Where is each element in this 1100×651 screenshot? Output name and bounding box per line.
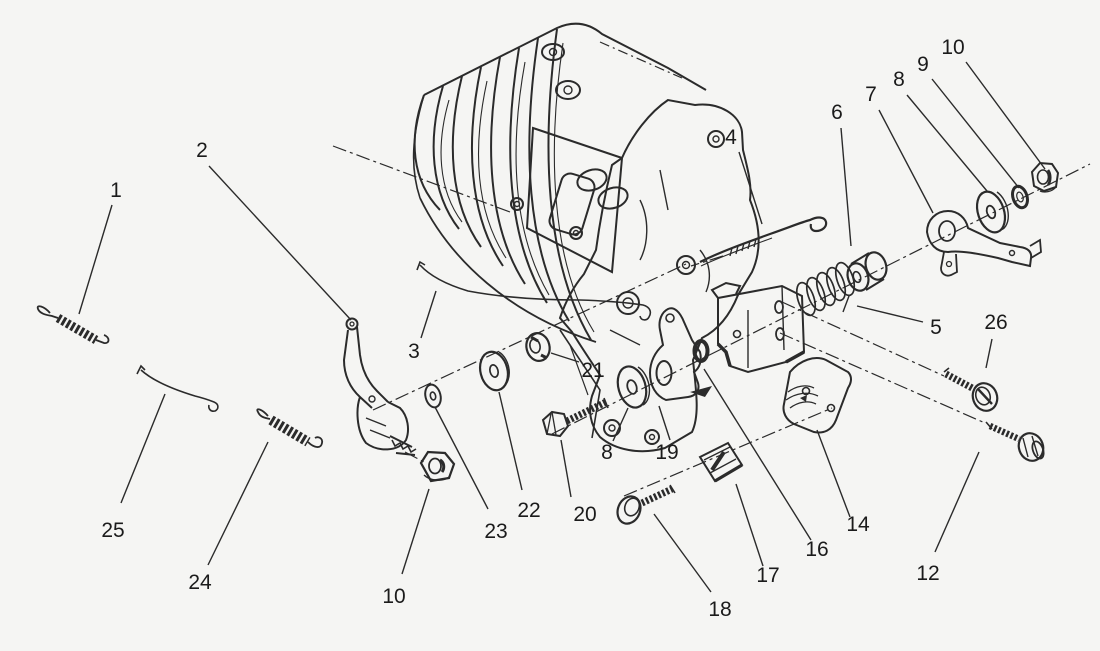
centerline-0 [551, 163, 1091, 435]
callout-10: 10 [382, 585, 405, 608]
centerline-5 [779, 332, 986, 424]
leader-line-6 [840, 127, 852, 247]
part-2-governor-lever [342, 317, 417, 456]
part-10b-hex-nut [419, 450, 456, 483]
callout-20: 20 [573, 503, 596, 526]
leader-line-18 [653, 513, 712, 593]
cylinder-head-flange [510, 43, 624, 274]
centerline-1 [372, 263, 687, 411]
part-6-spacer-bushing [846, 251, 888, 292]
part-9-lock-washer [1011, 184, 1029, 210]
part-26-self-tapping-screw [943, 367, 999, 412]
leader-line-1 [78, 204, 113, 315]
leader-line-8 [906, 94, 988, 192]
leader-line-19 [658, 405, 671, 441]
part-22-large-washer [478, 350, 510, 392]
leader-lines [78, 61, 1046, 593]
callout-6: 6 [831, 101, 843, 124]
leader-line-9 [931, 78, 1020, 189]
part-8b-washer [616, 365, 651, 409]
leader-line-16 [703, 368, 812, 541]
callout-18: 18 [708, 598, 731, 621]
part-16-control-bracket [710, 281, 806, 374]
part-19-throttle-lever [648, 307, 712, 402]
callout-8: 8 [601, 441, 613, 464]
callout-5: 5 [930, 316, 942, 339]
leader-line-2 [208, 165, 352, 321]
callout-7: 7 [865, 83, 877, 106]
leader-line-3 [420, 290, 437, 339]
part-1-governor-spring [36, 305, 110, 344]
centerline-6 [623, 407, 833, 497]
leader-line-26 [985, 338, 993, 369]
callout-26: 26 [984, 311, 1007, 334]
part-3-throttle-link-wire [416, 260, 652, 321]
leader-line-5 [856, 305, 924, 323]
centerline-7 [690, 255, 724, 267]
part-18-mounting-screw [616, 484, 676, 525]
centerline-2 [404, 451, 425, 463]
leader-line-8 [612, 407, 629, 442]
callout-9: 9 [917, 53, 929, 76]
callout-3: 3 [408, 340, 420, 363]
centerline-3 [332, 145, 511, 213]
leader-line-25 [120, 393, 166, 504]
callout-12: 12 [916, 562, 939, 585]
leader-line-10 [965, 61, 1046, 170]
callout-21: 21 [581, 359, 604, 382]
leader-line-7 [878, 109, 934, 214]
centerlines [332, 145, 1091, 497]
callout-10: 10 [941, 36, 964, 59]
leader-line-21 [550, 352, 580, 363]
callout-8: 8 [893, 68, 905, 91]
callout-4: 4 [725, 126, 737, 149]
part-20-hex-bolt [541, 397, 609, 438]
crankcase [558, 98, 760, 453]
callout-19: 19 [655, 441, 678, 464]
centerline-4 [781, 301, 945, 377]
callout-17: 17 [756, 564, 779, 587]
leader-line-20 [560, 439, 572, 498]
part-4-governor-rod [699, 216, 828, 267]
part-21-lock-nut [525, 332, 551, 362]
part-24-extension-spring [256, 408, 324, 448]
leader-line-10 [401, 488, 430, 575]
leader-line-14 [816, 429, 851, 518]
part-17-trunnion-nut [698, 441, 744, 483]
callout-16: 16 [805, 538, 828, 561]
part-25-choke-link-wire [136, 364, 219, 412]
callout-24: 24 [188, 571, 212, 594]
part-14-anchor-plate [782, 357, 852, 434]
part-7-governor-arm [925, 209, 1042, 277]
leader-line-17 [735, 483, 764, 567]
callout-2: 2 [196, 139, 208, 162]
leader-line-23 [434, 406, 489, 510]
part-8a-washer [975, 190, 1009, 234]
leader-line-24 [207, 441, 269, 566]
callout-23: 23 [484, 520, 507, 543]
leader-line-4 [738, 151, 763, 225]
part-10a-hex-nut [1030, 161, 1060, 193]
part-23-small-washer [424, 383, 442, 409]
engine-block [412, 22, 760, 453]
leader-line-12 [934, 451, 980, 553]
callout-14: 14 [846, 513, 870, 536]
callout-22: 22 [517, 499, 540, 522]
leader-line-22 [498, 391, 523, 491]
part-12-flange-bolt [985, 421, 1045, 462]
callout-1: 1 [110, 179, 122, 202]
callout-25: 25 [101, 519, 124, 542]
